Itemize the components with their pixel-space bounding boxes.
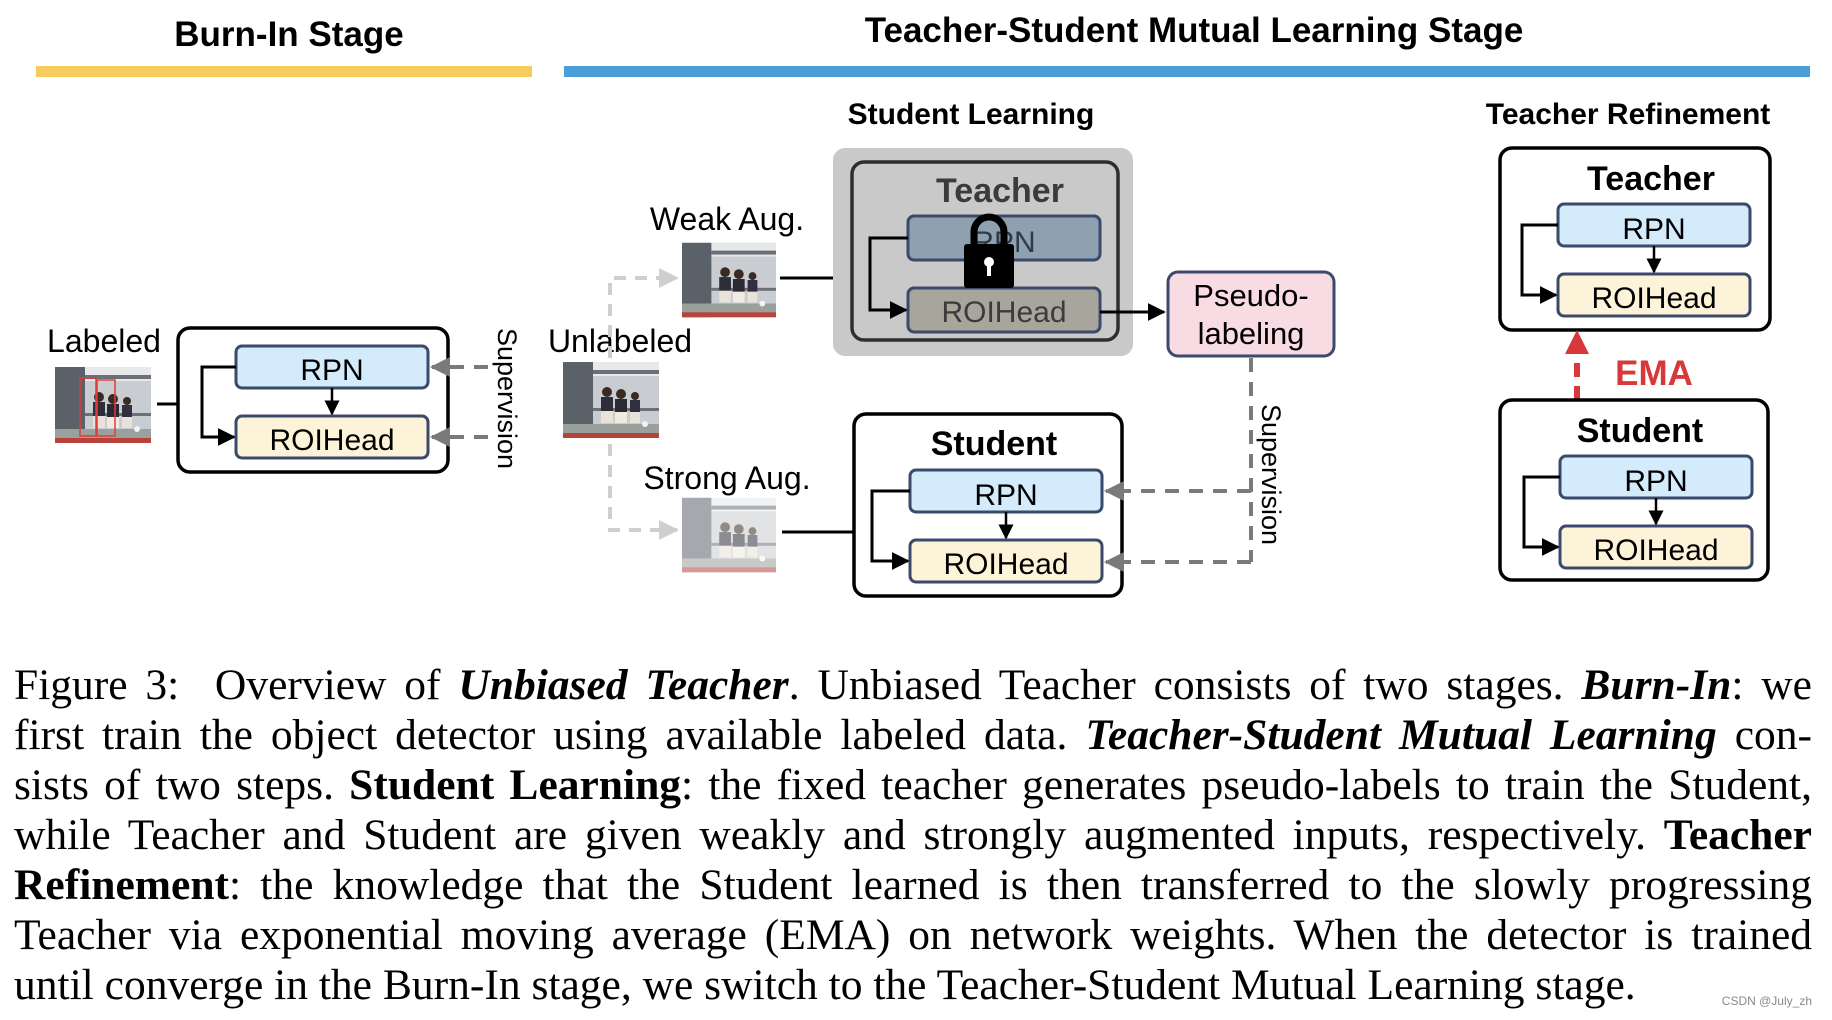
refined-student-title: Student	[1577, 412, 1704, 450]
caption-segment: con-	[1716, 711, 1812, 759]
student-learning-title: Student Learning	[848, 98, 1095, 131]
refined-student: Student RPN ROIHead	[1498, 398, 1770, 582]
refined-teacher-title: Teacher	[1587, 160, 1715, 198]
caption-segment: Teacher-Student Mutual Learning	[1085, 711, 1717, 759]
frozen-teacher-title: Teacher	[936, 172, 1064, 210]
unlabeled-label: Unlabeled	[548, 323, 692, 359]
refined-student-roihead-label: ROIHead	[1593, 534, 1718, 567]
unlabeled-image	[563, 362, 659, 438]
teacher-refinement-title: Teacher Refinement	[1486, 98, 1771, 131]
caption-segment: : the knowledge that the Student learned…	[229, 861, 1812, 909]
watermark: CSDN @July_zh	[1721, 994, 1812, 1008]
refined-student-roihead-box	[1558, 524, 1754, 570]
refined-teacher-roihead-box	[1556, 272, 1752, 318]
figure-caption: Figure 3: Overview of Unbiased Teacher. …	[14, 660, 1812, 1010]
labeled-image	[55, 367, 151, 443]
student-title: Student	[931, 425, 1058, 463]
refined-student-rpn-label: RPN	[1624, 465, 1687, 498]
refined-teacher: Teacher RPN ROIHead	[1498, 146, 1772, 332]
student-roihead-box	[908, 538, 1104, 584]
caption-segment: until converge in the Burn-In stage, we …	[14, 961, 1636, 1009]
burn-in-roihead-label: ROIHead	[269, 424, 394, 457]
student-rpn-label: RPN	[974, 479, 1037, 512]
caption-line: until converge in the Burn-In stage, we …	[14, 960, 1812, 1010]
burn-in-stage-bar	[36, 66, 532, 77]
caption-line: Refinement: the knowledge that the Stude…	[14, 860, 1812, 910]
caption-segment: Burn-In	[1581, 661, 1732, 709]
mutual-stage-title: Teacher-Student Mutual Learning Stage	[865, 11, 1524, 50]
pseudo-label-line1: Pseudo-	[1193, 278, 1308, 313]
strong-aug-image	[682, 496, 776, 574]
mutual-stage-bar	[564, 66, 1810, 77]
student-supervision-label: Supervision	[1256, 404, 1286, 545]
burn-in-detector: RPN ROIHead	[176, 326, 450, 474]
weak-aug-branch-arrow	[608, 268, 679, 358]
caption-segment: Student Learning	[349, 761, 682, 809]
frozen-teacher: Teacher RPN ROIHead	[833, 148, 1133, 356]
pseudo-label-line2: labeling	[1198, 316, 1305, 351]
strong-aug-branch-arrow	[608, 444, 679, 540]
ema-label: EMA	[1615, 354, 1693, 393]
refined-teacher-rpn-label: RPN	[1622, 213, 1685, 246]
frozen-roihead-label: ROIHead	[941, 296, 1066, 329]
caption-segment: first train the object detector using av…	[14, 711, 1086, 759]
burn-in-supervision-label: Supervision	[492, 328, 522, 469]
lock-icon	[964, 213, 1014, 288]
caption-segment: sists of two steps.	[14, 761, 350, 809]
caption-line: first train the object detector using av…	[14, 710, 1812, 760]
caption-segment: Unbiased Teacher	[458, 661, 789, 709]
caption-segment: : we	[1731, 661, 1812, 709]
burn-in-roihead-box	[234, 414, 430, 460]
pseudo-labeling-box: Pseudo- labeling	[1166, 270, 1336, 358]
caption-segment: Teacher	[1663, 811, 1812, 859]
caption-line: Figure 3: Overview of Unbiased Teacher. …	[14, 660, 1812, 710]
weak-aug-label: Weak Aug.	[650, 201, 804, 237]
burn-in-stage-title: Burn-In Stage	[174, 15, 403, 54]
caption-segment: Figure 3: Overview of	[14, 661, 459, 709]
weak-aug-image	[682, 242, 776, 318]
caption-segment: while Teacher and Student are given weak…	[14, 811, 1664, 859]
caption-line: while Teacher and Student are given weak…	[14, 810, 1812, 860]
burn-in-rpn-label: RPN	[300, 354, 363, 387]
refined-teacher-roihead-label: ROIHead	[1591, 282, 1716, 315]
student-detector: Student RPN ROIHead	[852, 412, 1124, 598]
student-roihead-label: ROIHead	[943, 548, 1068, 581]
labeled-label: Labeled	[47, 323, 161, 359]
caption-line: Teacher via exponential moving average (…	[14, 910, 1812, 960]
caption-segment: Refinement	[14, 861, 230, 909]
caption-segment: Teacher via exponential moving average (…	[14, 911, 1812, 959]
strong-aug-label: Strong Aug.	[643, 460, 810, 496]
caption-segment: : the fixed teacher generates pseudo-lab…	[681, 761, 1812, 809]
caption-segment: . Unbiased Teacher consists of two stage…	[788, 661, 1582, 709]
caption-line: sists of two steps. Student Learning: th…	[14, 760, 1812, 810]
